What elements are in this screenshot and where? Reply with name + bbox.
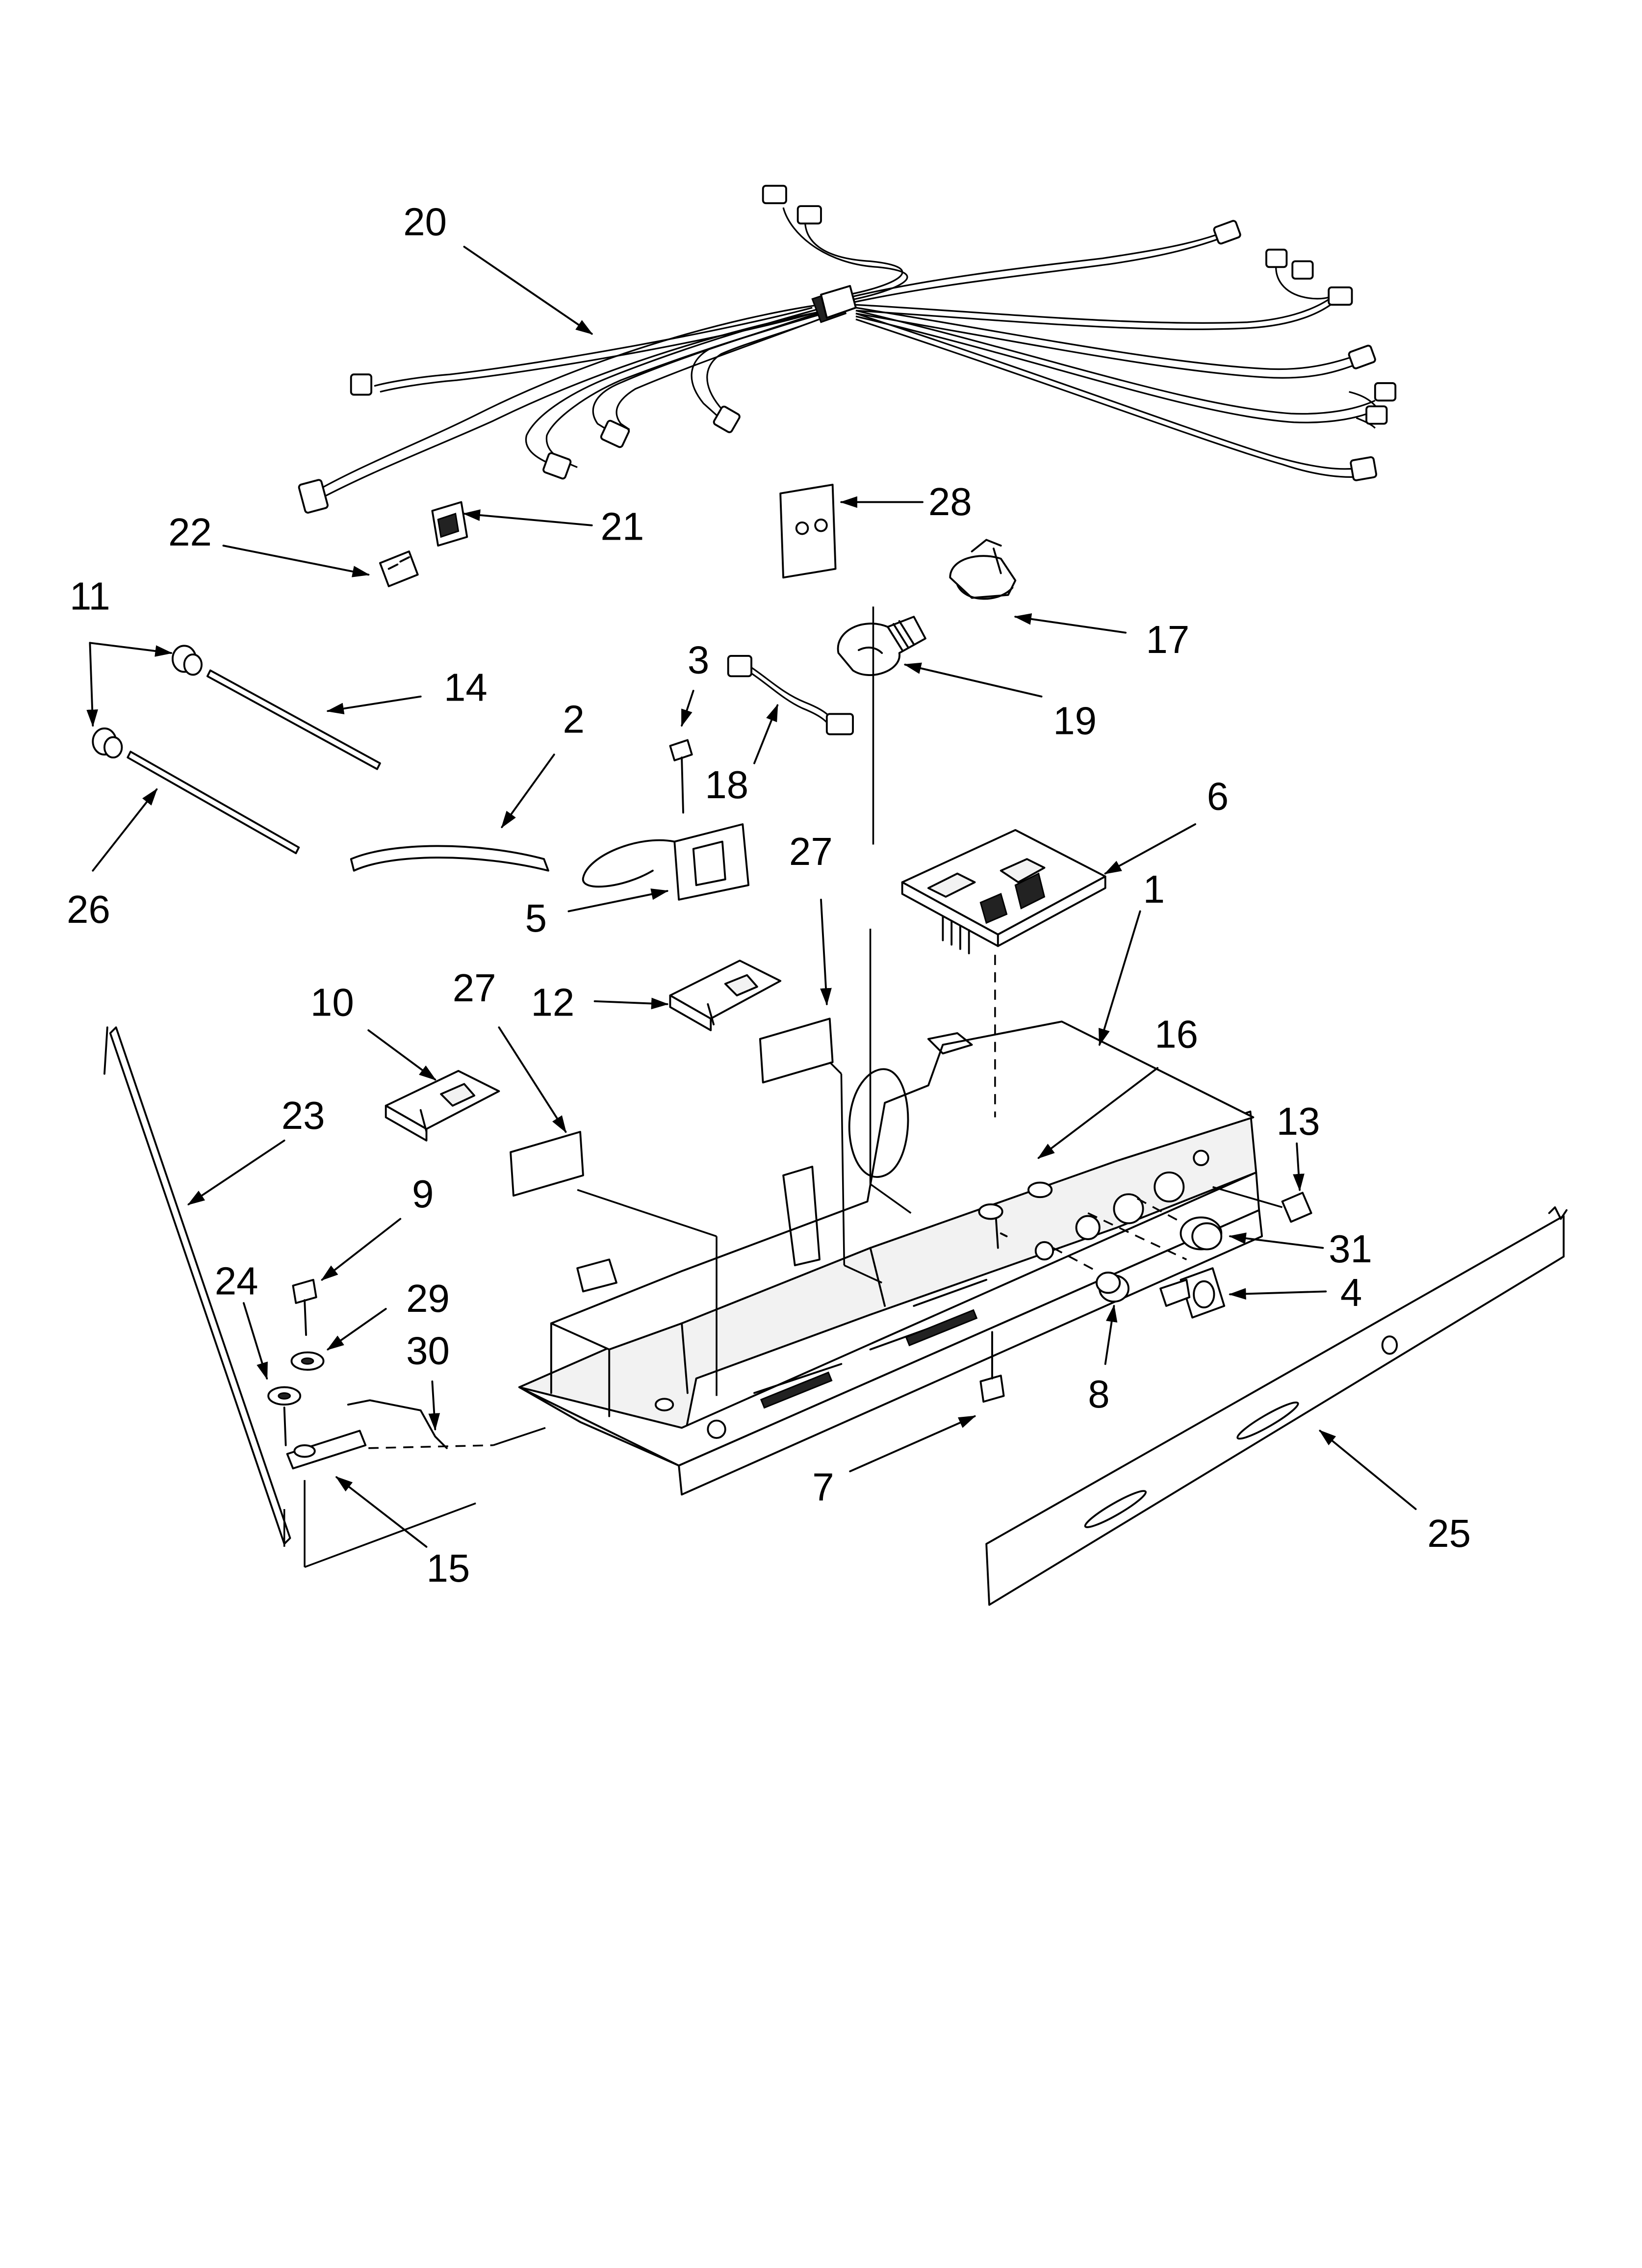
callout-9: 9	[412, 1172, 434, 1216]
part-5-switch	[582, 823, 750, 901]
callout-5: 5	[525, 896, 547, 940]
part-22-clip	[379, 550, 419, 587]
callout-labels: 20 21 22 28 11 14 26 2 3 18 17 19 5 27 2…	[67, 200, 1471, 1590]
callout-22: 22	[168, 510, 212, 554]
part-17-light-socket	[949, 539, 1017, 600]
part-15-clamp	[286, 1430, 367, 1470]
part-23-rod	[103, 1026, 291, 1545]
part-2-tube	[350, 845, 549, 872]
part-29-washer	[290, 1351, 325, 1371]
callout-23: 23	[282, 1094, 325, 1137]
callout-11: 11	[70, 574, 110, 618]
callout-31: 31	[1329, 1227, 1372, 1271]
callout-10: 10	[310, 980, 354, 1024]
part-8-knob	[1096, 1272, 1129, 1303]
part-4-switch	[1159, 1267, 1226, 1319]
callout-2: 2	[563, 698, 585, 741]
leader-arrows	[86, 246, 1417, 1548]
callout-13: 13	[1277, 1099, 1320, 1143]
callout-6: 6	[1207, 774, 1229, 818]
callout-26: 26	[67, 887, 110, 931]
callout-8: 8	[1088, 1372, 1109, 1416]
part-1-housing	[518, 1020, 1263, 1496]
part-13-screw	[1281, 1192, 1312, 1223]
callout-20: 20	[403, 200, 447, 243]
part-9-screw	[292, 1278, 317, 1336]
part-12-bracket	[669, 960, 782, 1031]
callout-12: 12	[531, 980, 574, 1024]
part-30-spring	[347, 1399, 448, 1449]
part-25-trim-panel	[985, 1206, 1568, 1606]
callout-14: 14	[444, 666, 487, 709]
assembly-lines	[283, 606, 1283, 1568]
part-28-pad	[779, 484, 837, 579]
callout-29: 29	[406, 1277, 450, 1320]
part-27-label-a	[510, 1131, 584, 1197]
callout-1: 1	[1143, 867, 1165, 911]
part-31-plug	[1180, 1216, 1223, 1251]
callout-7: 7	[812, 1465, 834, 1509]
part-21-connector	[431, 501, 468, 547]
callout-16: 16	[1155, 1013, 1198, 1056]
callout-30: 30	[406, 1329, 450, 1372]
callout-27-upper: 27	[789, 830, 833, 873]
callout-24: 24	[215, 1259, 258, 1303]
part-19-light-bulb	[837, 616, 926, 676]
part-24-washer	[267, 1386, 302, 1446]
callout-3: 3	[688, 638, 709, 681]
part-10-bracket	[385, 1069, 500, 1142]
callout-19: 19	[1053, 699, 1097, 743]
callout-17: 17	[1146, 618, 1190, 661]
callout-4: 4	[1340, 1271, 1362, 1314]
callout-25: 25	[1427, 1512, 1471, 1555]
part-26-rod	[127, 751, 300, 855]
callout-21: 21	[600, 504, 644, 548]
part-6-control-board	[901, 829, 1106, 955]
part-27-label-b	[759, 1017, 834, 1084]
wire-harness	[298, 184, 1397, 514]
callout-15: 15	[427, 1546, 470, 1590]
callout-18: 18	[705, 763, 748, 807]
part-7-screw	[979, 1331, 1005, 1403]
part-14-rod	[206, 669, 381, 770]
part-11-grommets	[92, 645, 203, 758]
callout-27-lower: 27	[453, 966, 496, 1010]
callout-28: 28	[928, 480, 972, 523]
part-3-screw	[669, 739, 693, 814]
part-18-wire-jumper	[727, 655, 854, 735]
